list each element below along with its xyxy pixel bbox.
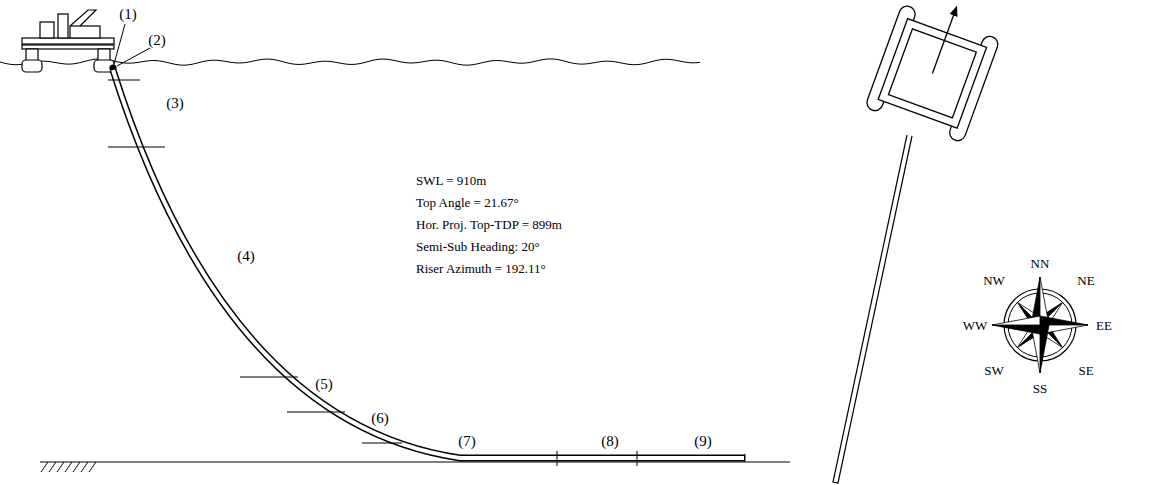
callout-number: (2) [148,33,166,48]
parameter-note: Hor. Proj. Top-TDP = 899m [416,218,562,231]
compass-label: NW [983,274,1005,287]
callout-number: (9) [694,434,712,449]
riser-outline [113,70,745,458]
compass-label: EE [1096,319,1112,332]
riser-inner [113,70,744,458]
callout-number: (8) [601,434,619,449]
callout-number: (3) [166,96,184,111]
callout-number: (6) [371,411,389,426]
semi-sub-platform [22,10,116,72]
parameter-note: SWL = 910m [416,174,486,187]
compass-label: SW [984,364,1004,377]
parameter-note: Semi-Sub Heading: 20° [416,240,540,253]
seabed-line [40,462,790,463]
compass-label: NE [1077,274,1094,287]
parameter-note: Top Angle = 21.67° [416,196,519,209]
compass-label: SS [1033,382,1047,395]
callout-number: (4) [237,249,255,264]
seabed-hatch [41,462,96,472]
vessel-plan [865,0,1006,143]
compass-label: SE [1078,364,1093,377]
riser-azimuth-line [833,135,912,483]
callout-number: (5) [315,377,333,392]
callout-number: (1) [119,7,137,22]
compass-label: WW [963,319,988,332]
section-marks [108,80,637,466]
parameter-note: Riser Azimuth = 192.11° [416,262,546,275]
callout-number: (7) [458,434,476,449]
leader-lines [114,24,150,66]
compass-label: NN [1031,257,1050,270]
compass-rose [992,277,1088,373]
